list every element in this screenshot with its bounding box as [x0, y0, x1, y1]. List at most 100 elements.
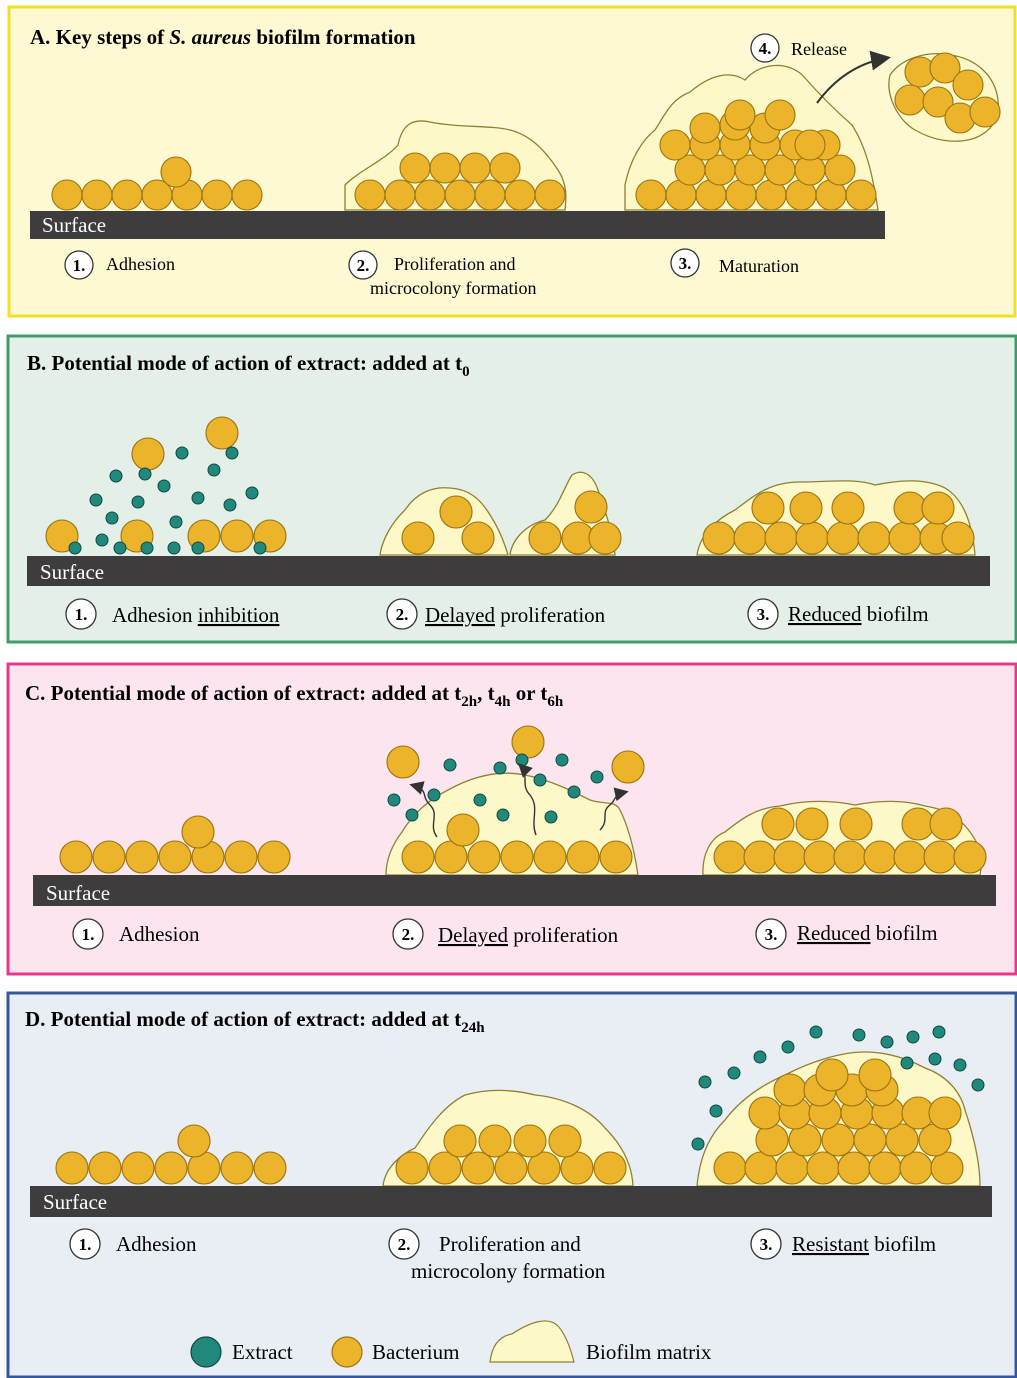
- extract-particle: [191, 541, 205, 555]
- bacterium: [824, 154, 856, 186]
- extract-particle: [113, 541, 127, 555]
- panel-b-title: B. Potential mode of action of extract: …: [27, 351, 470, 380]
- bacterium: [401, 840, 435, 874]
- step-number-circle: [392, 918, 424, 950]
- bacterium: [795, 807, 829, 841]
- bacterium: [467, 840, 501, 874]
- step-label: microcolony formation: [370, 278, 536, 298]
- bacterium: [826, 521, 860, 555]
- extract-particle: [953, 1058, 967, 1072]
- bacterium: [429, 152, 461, 184]
- extract-particle: [167, 541, 181, 555]
- extract-particle: [533, 773, 547, 787]
- step-number-circle: [388, 1228, 420, 1260]
- extract-particle: [427, 788, 441, 802]
- bacterium: [444, 179, 476, 211]
- bacterium: [474, 179, 506, 211]
- panel-d-title: D. Potential mode of action of extract: …: [25, 1007, 485, 1036]
- step-number: 3.: [757, 605, 770, 624]
- bacterium: [59, 840, 93, 874]
- extract-particle: [932, 1025, 946, 1039]
- step-number-circle: [750, 1228, 782, 1260]
- bacterium: [478, 1124, 512, 1158]
- release-squiggle: [409, 781, 438, 838]
- legend-extract-label: Extract: [232, 1340, 293, 1364]
- bacterium: [257, 840, 291, 874]
- bacterium: [231, 179, 263, 211]
- extract-layer: [68, 446, 985, 1151]
- bacterium: [88, 1151, 122, 1185]
- legend-matrix-swatch: [489, 1320, 575, 1363]
- step-label: Release: [791, 39, 847, 59]
- legend: Extract Bacterium Biofilm matrix: [190, 1320, 712, 1368]
- bacterium: [858, 1058, 892, 1092]
- extract-particle: [906, 1030, 920, 1044]
- step-label: Proliferation and: [394, 254, 515, 274]
- surface-label-a: Surface: [42, 213, 106, 237]
- release-arrow: [816, 50, 891, 104]
- bacterium: [789, 491, 823, 525]
- release-squiggle: [599, 787, 629, 831]
- step-number-circle: [670, 248, 700, 278]
- bacterium: [815, 1058, 849, 1092]
- bacterium: [837, 1151, 871, 1185]
- bacterium: [743, 840, 777, 874]
- bacterium: [500, 840, 534, 874]
- bacterium: [923, 840, 957, 874]
- bacterium: [885, 1123, 919, 1157]
- bacterium: [724, 99, 756, 131]
- bacterium: [527, 1151, 561, 1185]
- step-number: 2.: [402, 925, 415, 944]
- extract-particle: [852, 1028, 866, 1042]
- extract-particle: [253, 541, 267, 555]
- bacterium: [868, 1151, 902, 1185]
- step-number-circle: [64, 250, 94, 280]
- bacterium: [764, 99, 796, 131]
- bacterium: [205, 416, 239, 450]
- bacterium: [131, 437, 165, 471]
- release-squiggle: [518, 763, 537, 836]
- step-label: Adhesion: [106, 254, 175, 274]
- bacterium: [863, 840, 897, 874]
- bacterium: [220, 519, 254, 553]
- bacterium: [635, 179, 667, 211]
- bacterium: [689, 112, 721, 144]
- bacterium: [857, 521, 891, 555]
- bacterium: [702, 521, 736, 555]
- bacterium: [414, 179, 446, 211]
- bacterium: [893, 840, 927, 874]
- bacterium: [773, 840, 807, 874]
- bacterium: [533, 840, 567, 874]
- bacterium: [224, 840, 258, 874]
- extract-particle: [496, 808, 510, 822]
- extract-particle: [169, 515, 183, 529]
- cells-layer: [45, 52, 1001, 1185]
- surface-label-b: Surface: [40, 560, 104, 584]
- legend-bacterium-label: Bacterium: [372, 1340, 459, 1364]
- bacterium: [395, 1151, 429, 1185]
- extract-particle: [140, 541, 154, 555]
- step-label: Resistant biofilm: [792, 1232, 936, 1256]
- step-number: 2.: [398, 1235, 411, 1254]
- bacterium: [446, 813, 480, 847]
- surface-label-d: Surface: [43, 1190, 107, 1214]
- step-label: Adhesion: [119, 922, 200, 946]
- bacterium: [111, 179, 143, 211]
- extract-particle: [493, 761, 507, 775]
- step-number: 3.: [679, 254, 692, 273]
- extract-particle: [555, 753, 569, 767]
- bacterium: [548, 1124, 582, 1158]
- step-label: Delayed proliferation: [438, 923, 619, 947]
- bacterium: [177, 1124, 211, 1158]
- bacterium: [599, 840, 633, 874]
- step-number-circle: [755, 918, 787, 950]
- bacterium: [888, 521, 922, 555]
- extract-particle: [515, 753, 529, 767]
- step-number: 4.: [759, 39, 772, 58]
- bacterium: [566, 840, 600, 874]
- extract-particle: [157, 479, 171, 493]
- extract-particle: [544, 810, 558, 824]
- extract-particle: [405, 808, 419, 822]
- bacterium: [528, 521, 562, 555]
